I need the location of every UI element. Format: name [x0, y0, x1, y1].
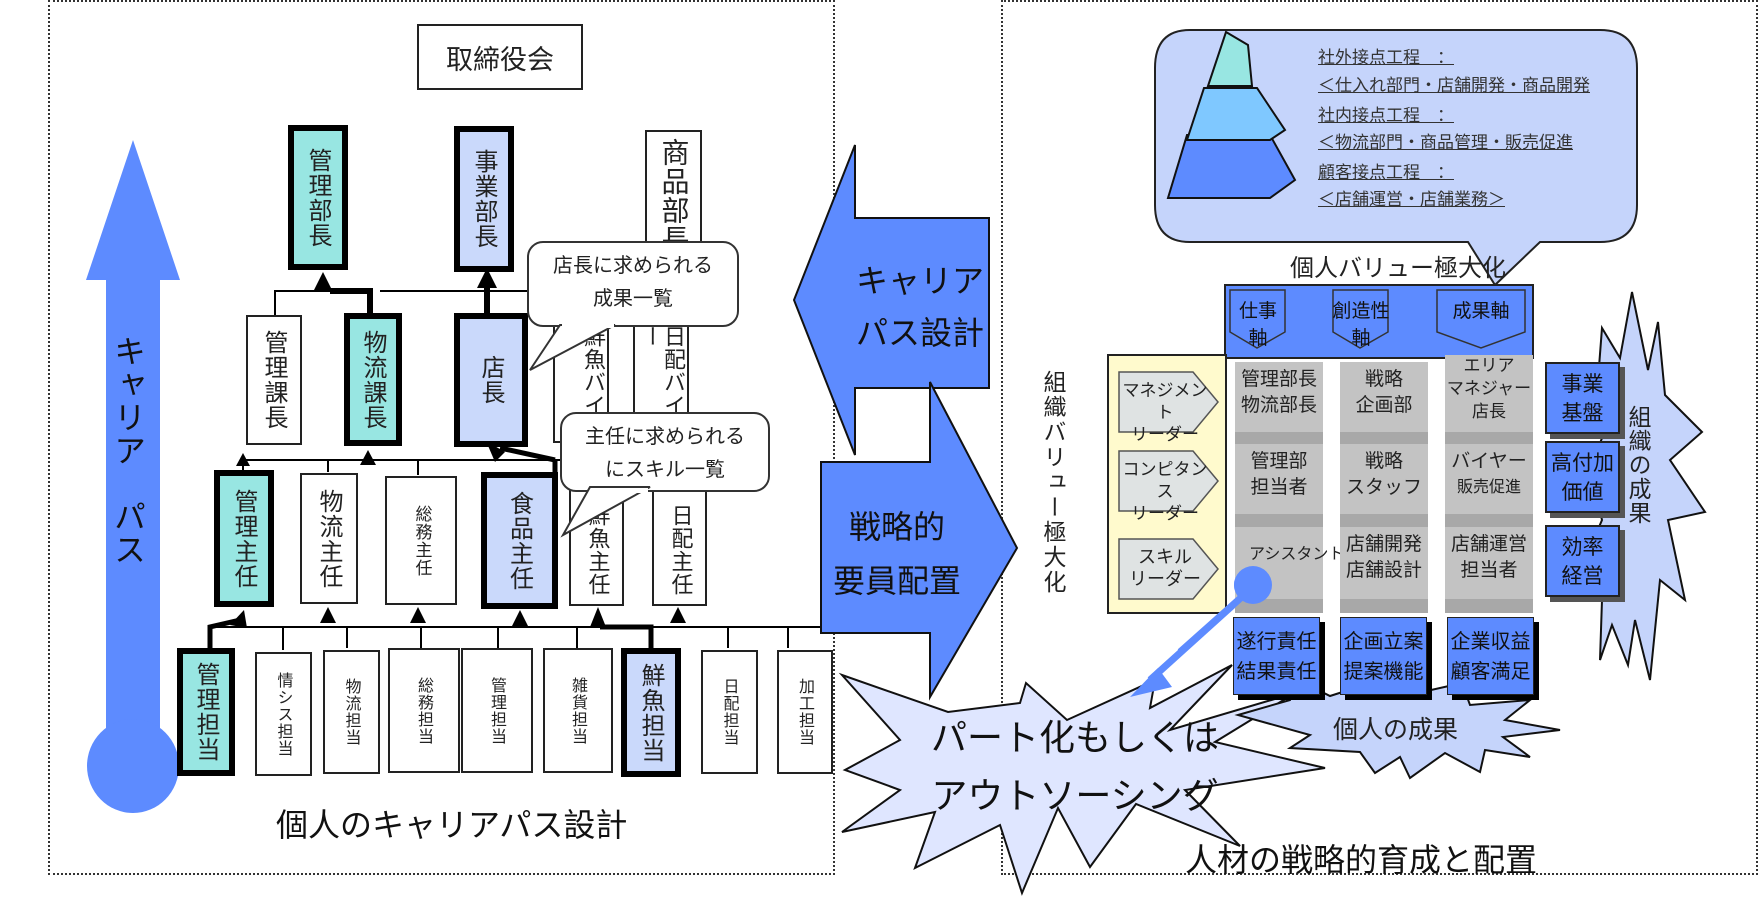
grid-cell-1-1: 戦略 スタッフ: [1340, 444, 1428, 514]
individual-result-0: 遂行責任 結果責任: [1233, 617, 1320, 695]
org-box-chief-4: 鮮魚主任: [569, 475, 624, 606]
org-box-manager-0: 管理課長: [246, 315, 302, 445]
career-path-label: キャリア パス: [109, 335, 147, 566]
board-of-directors-box: 取締役会: [417, 24, 583, 90]
axis-label-1: 創造性軸: [1332, 300, 1390, 349]
leader-label-2: スキル リーダー: [1129, 547, 1201, 590]
outsourcing-burst-label: パート化もしくは アウトソーシング: [930, 718, 1219, 817]
chief-callout: 主任に求められる にスキル一覧: [560, 412, 770, 492]
org-results-label: 組織の成果: [1624, 405, 1650, 525]
grid-cell-1-2: バイヤー 販売促進: [1445, 444, 1533, 514]
individual-results-label: 個人の成果: [1333, 715, 1459, 744]
org-box-manager-1: 物流課長: [344, 313, 402, 446]
leader-label-1: コンピタンス リーダー: [1122, 460, 1208, 524]
grid-cell-2-2: 店舗運営 担当者: [1445, 527, 1533, 599]
org-box-staff-3: 総務担当: [388, 648, 460, 773]
grid-cell-0-1: 戦略 企画部: [1340, 362, 1428, 432]
org-box-top-0: 管理部長: [288, 125, 348, 270]
pyramid-line-2: 社内接点工程 ：: [1318, 106, 1454, 126]
grid-cell-0-0: 管理部長 物流部長: [1235, 362, 1323, 432]
leader-label-0: マネジメント リーダー: [1122, 381, 1208, 445]
left-caption: 個人のキャリアパス設計: [276, 806, 628, 844]
individual-value-label: 個人バリュー極大化: [1290, 254, 1506, 282]
axis-label-2: 成果軸: [1452, 300, 1510, 322]
individual-result-2: 企業収益 顧客満足: [1447, 617, 1534, 695]
org-result-2: 効率 経営: [1545, 525, 1620, 597]
store-manager-callout: 店長に求められる 成果一覧: [527, 241, 739, 327]
org-box-staff-7: 日配担当: [701, 650, 758, 774]
axis-label-0: 仕事軸: [1238, 300, 1277, 349]
org-box-manager-2: 店長: [454, 313, 528, 447]
grid-cell-2-1: 店舗開発 店舗設計: [1340, 527, 1428, 599]
pyramid-line-0: 社外接点工程 ：: [1318, 48, 1454, 68]
individual-result-1: 企画立案 提案機能: [1340, 617, 1427, 695]
pyramid-line-4: 顧客接点工程 ：: [1318, 163, 1454, 183]
right-caption: 人材の戦略的育成と配置: [1185, 841, 1538, 879]
org-box-top-1: 事業部長: [454, 126, 514, 272]
org-box-chief-1: 物流主任: [300, 473, 358, 604]
org-box-staff-0: 管理担当: [177, 648, 235, 776]
org-box-staff-6: 鮮魚担当: [621, 648, 681, 777]
org-box-chief-5: 日配主任: [652, 475, 707, 606]
org-value-label: 組織バリュー極大化: [1039, 370, 1065, 595]
org-box-chief-0: 管理主任: [214, 470, 274, 607]
org-result-1: 高付加 価値: [1545, 441, 1620, 513]
grid-cell-1-0: 管理部 担当者: [1235, 444, 1323, 514]
strategic-staffing-arrow-label: 戦略的 要員配置: [832, 508, 961, 600]
grid-cell-2-0: アシスタント: [1235, 527, 1344, 599]
career-design-arrow-label: キャリア パス設計: [855, 262, 984, 352]
org-box-staff-1: 情シス担当: [255, 652, 312, 776]
pyramid-line-3: ＜物流部門・商品管理・販売促進: [1318, 133, 1573, 153]
org-box-staff-4: 管理担当: [461, 648, 533, 773]
grid-cell-0-2: エリア マネジャー 店長: [1445, 355, 1533, 432]
board-label: 取締役会: [446, 44, 554, 76]
pyramid-line-1: ＜仕入れ部門・店舗開発・商品開発: [1318, 76, 1590, 96]
org-box-chief-2: 総務主任: [385, 476, 457, 605]
org-result-0: 事業 基盤: [1545, 362, 1620, 434]
org-box-staff-5: 雑貨担当: [543, 648, 613, 773]
pyramid-line-5: ＜店舗運営・店舗業務＞: [1318, 190, 1505, 210]
org-box-chief-3: 食品主任: [481, 472, 558, 609]
org-box-staff-8: 加工担当: [777, 650, 833, 774]
org-box-staff-2: 物流担当: [323, 650, 380, 774]
